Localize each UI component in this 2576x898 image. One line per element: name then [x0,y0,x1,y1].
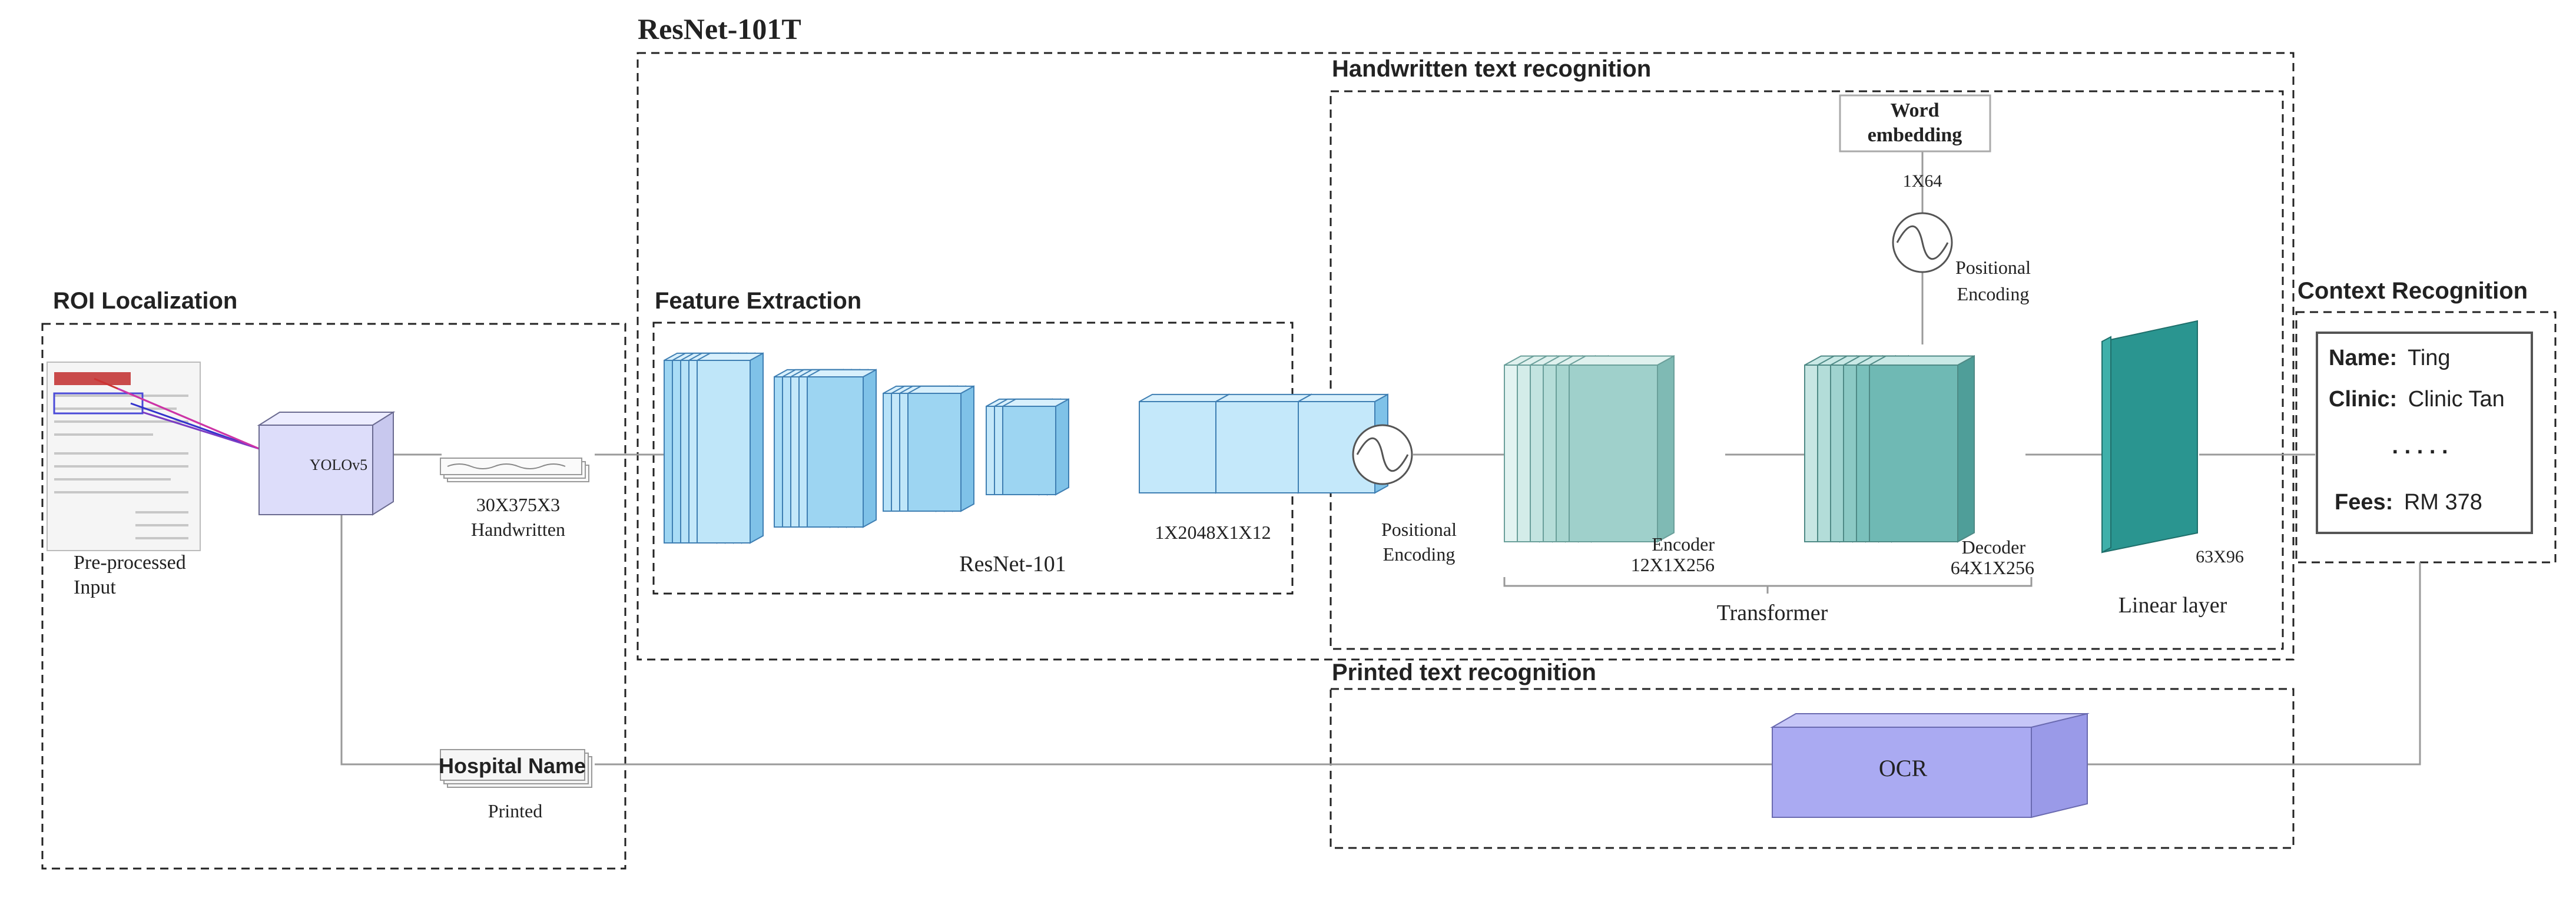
resnet-layer [807,369,877,528]
word-label: Word [1890,100,1939,121]
printed-region [1330,688,2295,849]
resnet-layer [1002,398,1069,496]
positional-encoding-icon [1352,424,1413,485]
roi-region [41,323,626,870]
context-clinic-value: Clinic Tan [2408,387,2505,412]
linear-layer-block [2101,320,2198,554]
yolo-to-printed-line [340,512,442,766]
encoder-stack [1504,354,1675,543]
context-clinic-key: Clinic: [2329,387,2397,412]
input-label: Input [74,576,116,598]
encoder-dims-label: 12X1X256 [1631,554,1715,575]
feature-title: Feature Extraction [655,288,861,314]
decoder-dims-label: 64X1X256 [1951,557,2034,578]
yolo-cube [257,411,396,516]
word-embedding-box [1839,94,1991,153]
decoder-stack [1804,354,1975,543]
context-card [2316,332,2533,534]
embedding-label: embedding [1868,124,1962,146]
positional-label-1: Positional [1381,519,1457,540]
decoder-layer [1869,354,1975,543]
ocr-block [1770,713,2090,819]
htr-title: Handwritten text recognition [1332,56,1651,82]
context-region [2295,311,2557,564]
roi-title: ROI Localization [53,288,237,314]
encoding-label-2: Encoding [1957,283,2030,304]
encoder-label: Encoder [1652,534,1715,555]
resnet-label: ResNet-101 [959,552,1066,576]
printed-title: Printed text recognition [1332,660,1596,685]
handwritten-dims-label: 30X375X3 [476,494,560,515]
context-name-value: Ting [2408,346,2451,370]
transformer-label: Transformer [1717,601,1828,625]
context-fees-key: Fees: [2335,490,2393,515]
context-name-key: Name: [2329,346,2397,370]
printed-crop-text: Hospital Name [439,754,586,778]
resnet-layer [907,385,974,512]
yolo-label: YOLOv5 [310,456,367,473]
linear-layer-label: Linear layer [2119,593,2227,618]
resnet-layer [697,352,764,544]
resnet-layer [1215,393,1312,494]
context-clinic-row: Clinic: Clinic Tan [2329,387,2505,412]
transformer-brace [1503,577,2033,594]
decoder-label: Decoder [1962,536,2026,558]
ocr-label: OCR [1879,755,1928,781]
preprocessed-label: Pre-processed [74,552,186,574]
diagram-title: ResNet-101T [638,12,801,45]
feature-dims-label: 1X2048X1X12 [1155,522,1271,543]
encoding-label-1: Encoding [1383,544,1456,565]
context-ellipsis: . . . . . [2392,434,2448,459]
preprocessed-input-document [47,362,260,551]
resnet101t-region [636,52,2295,661]
htr-region [1330,90,2284,650]
positional-label-2: Positional [1955,257,2031,278]
handwritten-label: Handwritten [471,519,565,540]
handwritten-crop-stack [440,458,589,482]
context-fees-row: Fees: RM 378 [2335,490,2482,515]
ocr-to-context-line [2087,562,2421,766]
embedding-dims-label: 1X64 [1903,171,1942,191]
context-name-row: Name: Ting [2329,346,2451,370]
printed-label: Printed [488,800,542,821]
resnet-layer [1139,393,1229,494]
context-fees-value: RM 378 [2404,490,2482,515]
context-title: Context Recognition [2297,278,2528,304]
encoder-layer [1569,354,1675,543]
resnet-blocks [664,352,1388,544]
decoder-positional-encoding-icon [1892,212,1953,273]
linear-dims-label: 63X96 [2196,547,2244,566]
printed-crop-stack [440,749,592,788]
